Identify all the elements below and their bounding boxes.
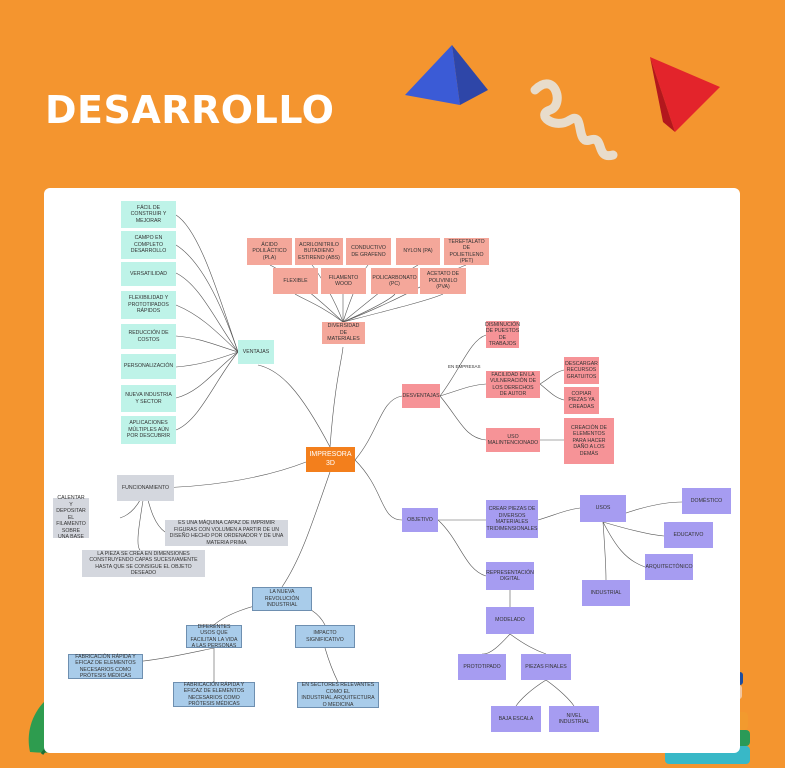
material-item[interactable]: ÁCIDO POLILÁCTICO (PLA) (247, 238, 292, 265)
piezas-item[interactable]: BAJA ESCALA (491, 706, 541, 732)
objetivo-item[interactable]: CREAR PIEZAS DE DIVERSOS MATERIALES TRID… (486, 500, 538, 538)
objetivo-node[interactable]: OBJETIVO (402, 508, 438, 532)
modelado-item[interactable]: PIEZAS FINALES (521, 654, 571, 680)
desventajas-node[interactable]: DESVENTAJAS (402, 384, 440, 408)
desventaja-item[interactable]: USO MALINTENCIONADO (486, 428, 540, 452)
desventaja-item[interactable]: COPIAR PIEZAS YA CREADAS (564, 387, 599, 414)
ventaja-item[interactable]: REDUCCIÓN DE COSTOS (121, 324, 176, 349)
center-node[interactable]: IMPRESORA 3D (306, 447, 355, 472)
squiggle-icon (530, 79, 618, 161)
material-item[interactable]: ACETATO DE POLIVINILO (PVA) (420, 268, 466, 294)
material-item[interactable]: POLICARBONATO (PC) (371, 268, 418, 294)
material-item[interactable]: FILAMENTO WOOD (321, 268, 366, 294)
desventaja-item[interactable]: CREACIÓN DE ELEMENTOS PARA HACER DAÑO A … (564, 418, 614, 464)
usos-node[interactable]: USOS (580, 495, 626, 522)
material-item[interactable]: FLEXIBLE (273, 268, 318, 294)
uso-item[interactable]: DOMÉSTICO (682, 488, 731, 514)
ventaja-item[interactable]: PERSONALIZACIÓN (121, 354, 176, 379)
modelado-item[interactable]: PROTOTIPADO (458, 654, 506, 680)
ventaja-item[interactable]: FLEXIBILIDAD Y PROTOTIPADOS RÁPIDOS (121, 291, 176, 319)
desventaja-item[interactable]: DESCARGAR RECURSOS GRATUITOS (564, 357, 599, 384)
ventaja-item[interactable]: CAMPO EN COMPLETO DESARROLLO (121, 231, 176, 259)
revolucion-item[interactable]: EN SECTORES RELEVANTES COMO EL INDUSTRIA… (297, 682, 379, 708)
ventaja-item[interactable]: NUEVA INDUSTRIA Y SECTOR (121, 385, 176, 412)
desventaja-item[interactable]: DISMINUCIÓN DE PUESTOS DE TRABAJOS (485, 321, 520, 348)
uso-item[interactable]: INDUSTRIAL (582, 580, 630, 606)
uso-item[interactable]: ARQUITECTÓNICO (645, 554, 693, 580)
revolucion-item[interactable]: DIFERENTES USOS QUE FACILITAN LA VIDA A … (186, 624, 242, 649)
page-title: DESARROLLO (45, 88, 335, 132)
modelado-node[interactable]: MODELADO (486, 607, 534, 634)
funcionamiento-item[interactable]: LA PIEZA SE CREA EN DIMENSIONES CONSTRUY… (82, 550, 205, 577)
blue-pyramid-icon (405, 45, 488, 105)
revolucion-item[interactable]: FABRICACIÓN RÁPIDA Y EFICAZ DE ELEMENTOS… (173, 682, 255, 707)
revolucion-node[interactable]: LA NUEVA REVOLUCIÓN INDUSTRIAL (252, 587, 312, 611)
en-empresas-label: EN EMPRESAS (448, 364, 481, 369)
ventajas-node[interactable]: VENTAJAS (238, 340, 274, 364)
revolucion-item[interactable]: IMPACTO SIGNIFICATIVO (295, 625, 355, 648)
funcionamiento-item[interactable]: CALENTAR Y DEPOSITAR EL FILAMENTO SOBRE … (53, 495, 89, 540)
desventaja-item[interactable]: FACILIDAD EN LA VULNERACIÓN DE LOS DEREC… (486, 371, 540, 398)
uso-item[interactable]: EDUCATIVO (664, 522, 713, 548)
funcionamiento-item[interactable]: ES UNA MÁQUINA CAPAZ DE IMPRIMIR FIGURAS… (165, 520, 288, 546)
funcionamiento-node[interactable]: FUNCIONAMIENTO (117, 475, 174, 501)
ventaja-item[interactable]: VERSATILIDAD (121, 262, 176, 286)
material-item[interactable]: NYLON (PA) (396, 238, 440, 265)
red-cone-icon (650, 57, 720, 132)
piezas-item[interactable]: NIVEL INDUSTRIAL (549, 706, 599, 732)
objetivo-item[interactable]: REPRESENTACIÓN DIGITAL (486, 562, 534, 590)
ventaja-item[interactable]: FÁCIL DE CONSTRUIR Y MEJORAR (121, 201, 176, 228)
material-item[interactable]: ACRILONITRILO BUTADIENO ESTIRENO (ABS) (295, 238, 343, 265)
materiales-node[interactable]: DIVERSIDAD DE MATERIALES (322, 322, 365, 344)
material-item[interactable]: CONDUCTIVO DE GRAFENO (346, 238, 391, 265)
revolucion-item[interactable]: FABRICACIÓN RÁPIDA Y EFICAZ DE ELEMENTOS… (68, 654, 143, 679)
ventaja-item[interactable]: APLICACIONES MÚLTIPLES AÚN POR DESCUBRIR (121, 416, 176, 444)
material-item[interactable]: TEREFTALATO DE POLIETILENO (PET) (444, 238, 489, 265)
